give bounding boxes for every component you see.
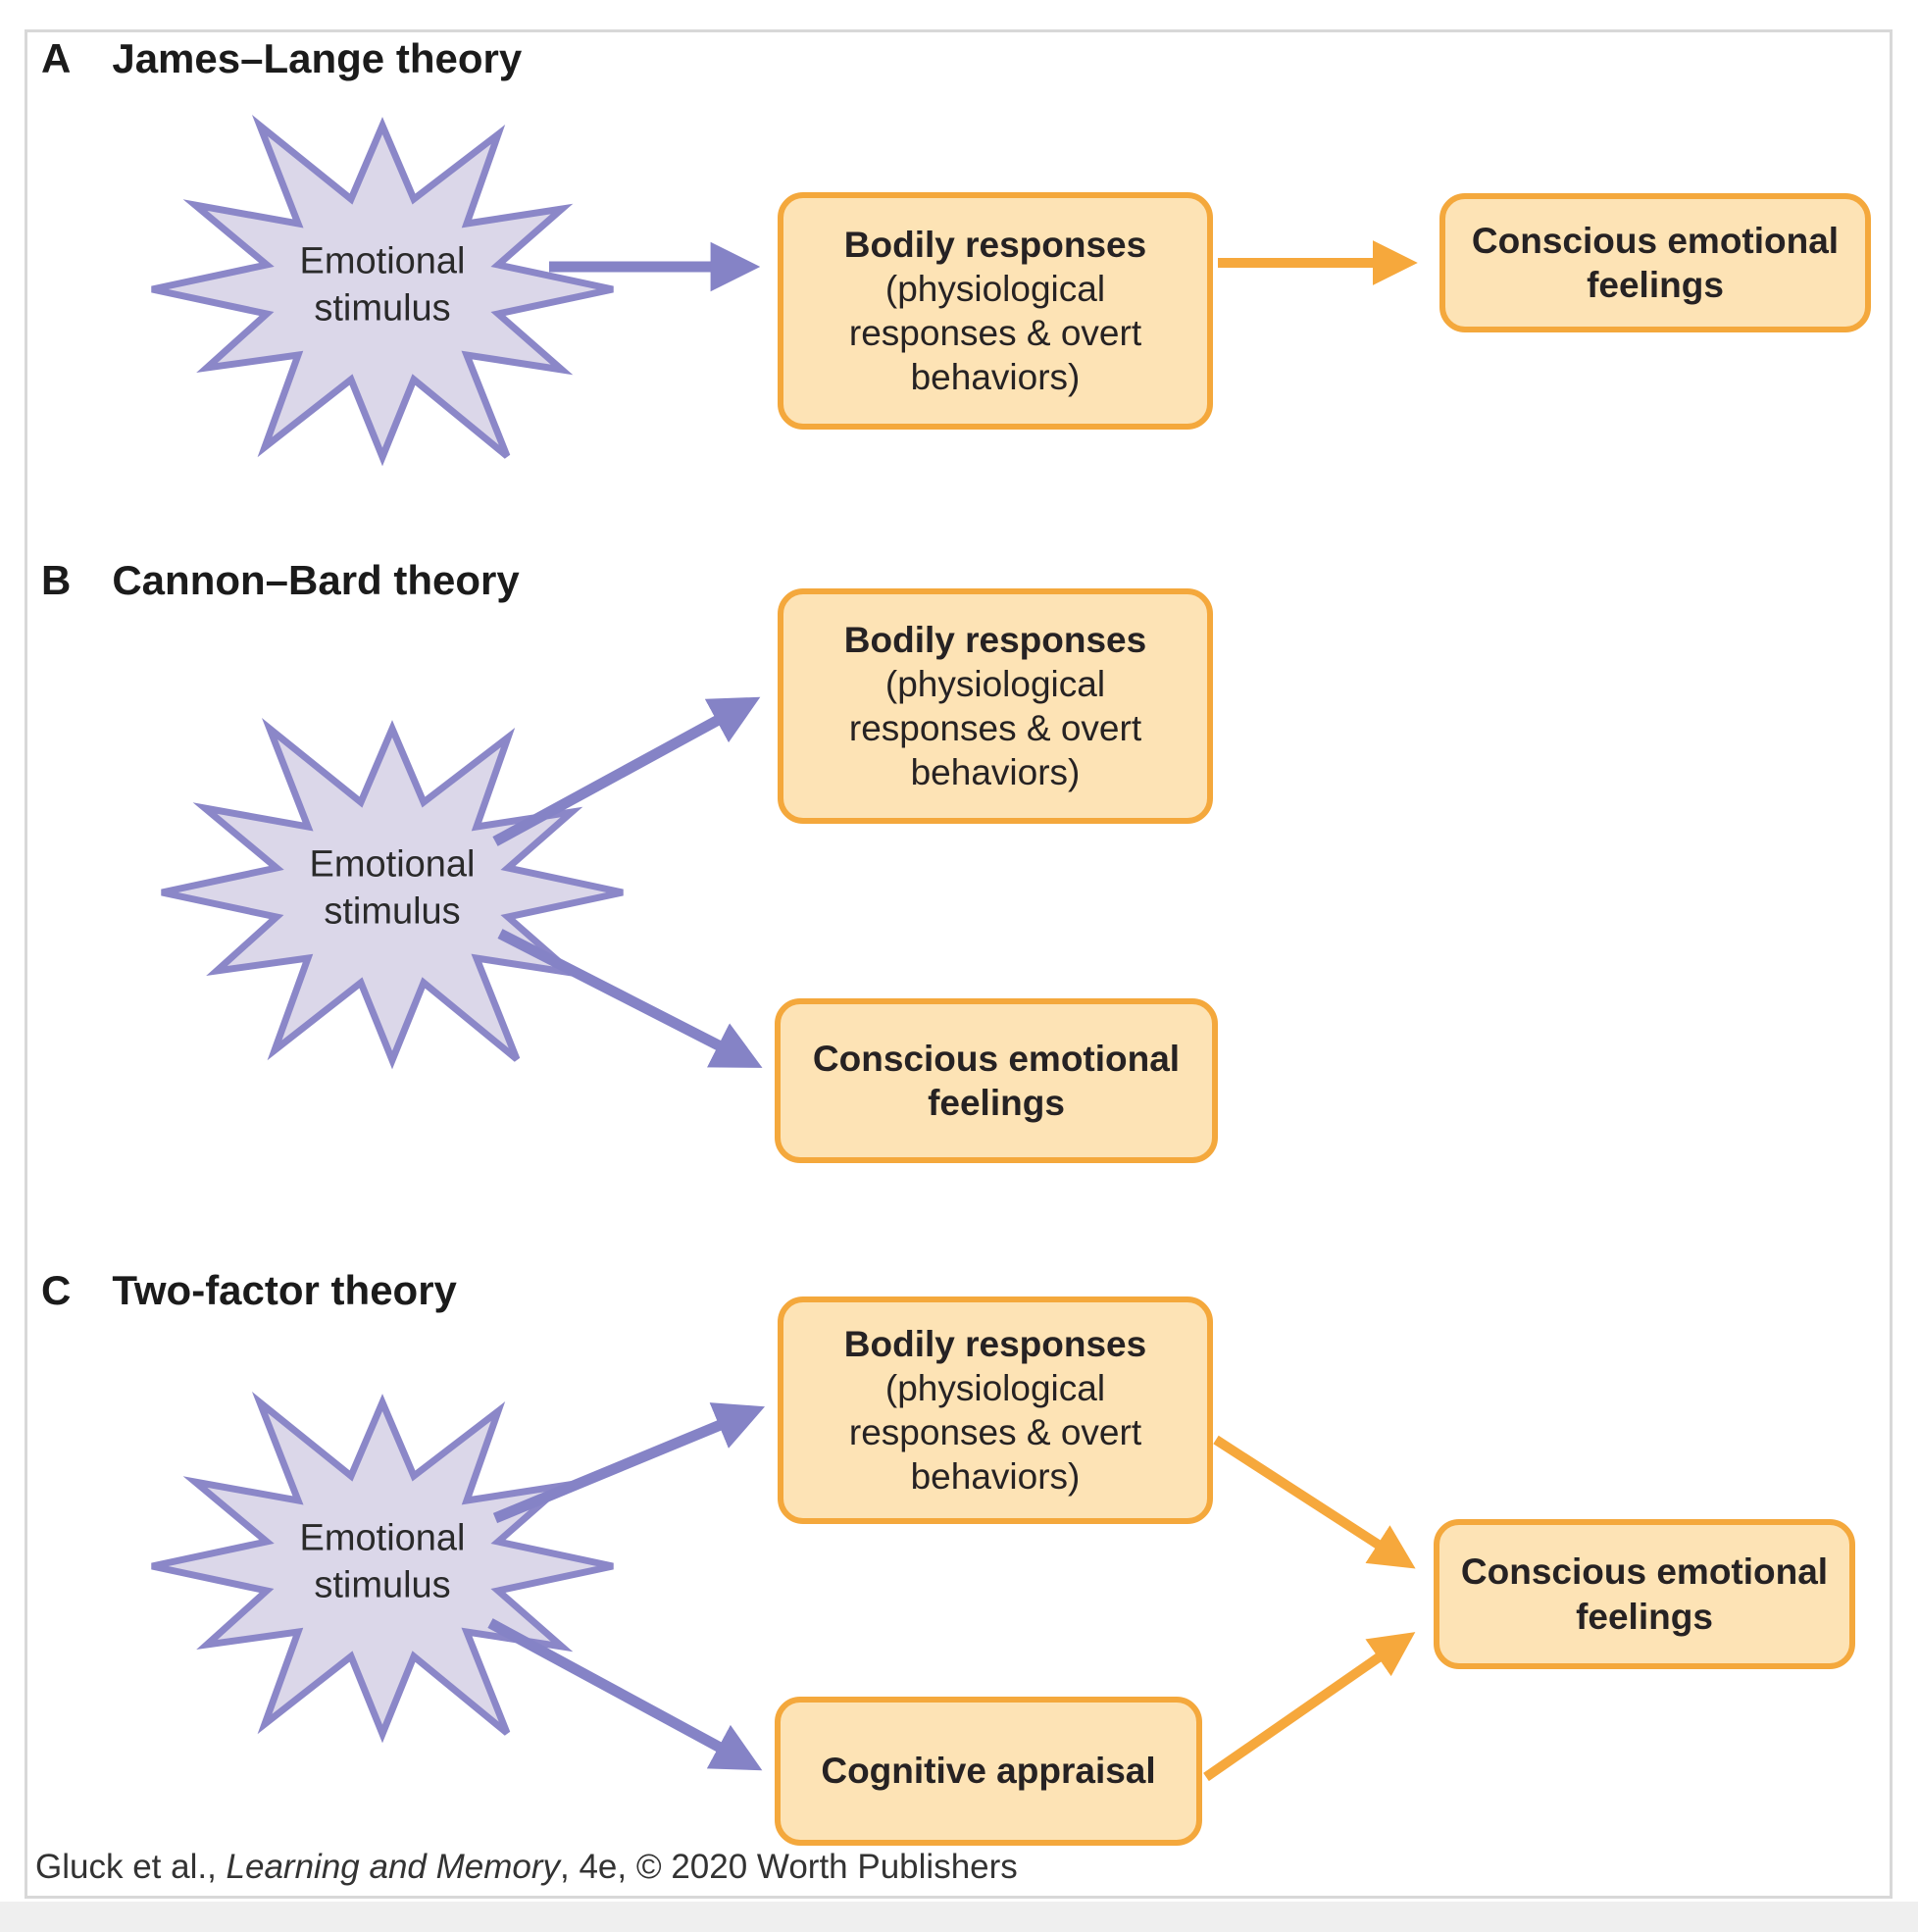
figure-attribution: Gluck et al., Learning and Memory, 4e, ©…: [35, 1848, 1018, 1887]
attribution-suffix: , 4e, © 2020 Worth Publishers: [560, 1848, 1018, 1886]
section-b-title: Cannon–Bard theory: [112, 557, 520, 603]
conscious-feelings-label: Conscious emotional feelings: [1471, 220, 1840, 305]
attribution-prefix: Gluck et al.,: [35, 1848, 227, 1886]
emotional-stimulus-label: Emotional stimulus: [309, 843, 476, 933]
box-a-conscious-feelings: Conscious emotional feelings: [1439, 193, 1871, 332]
emotional-stimulus-starburst-c: Emotional stimulus: [137, 1375, 628, 1757]
bottom-gray-bar: [0, 1902, 1918, 1932]
section-b-heading: B Cannon–Bard theory: [41, 557, 520, 604]
attribution-book-title: Learning and Memory: [226, 1848, 560, 1886]
box-c-cognitive-appraisal: Cognitive appraisal: [775, 1697, 1202, 1846]
bodily-responses-subtitle: (physiological responses & overt behavio…: [848, 268, 1142, 398]
box-b-conscious-feelings: Conscious emotional feelings: [775, 998, 1218, 1163]
section-c-heading: C Two-factor theory: [41, 1267, 457, 1314]
bodily-responses-subtitle: (physiological responses & overt behavio…: [848, 663, 1142, 793]
section-a-heading: A James–Lange theory: [41, 35, 522, 82]
emotional-stimulus-label: Emotional stimulus: [299, 1517, 466, 1606]
starburst-shape-icon: [151, 115, 614, 467]
emotional-stimulus-starburst-b: Emotional stimulus: [147, 701, 637, 1084]
section-a-title: James–Lange theory: [112, 35, 523, 81]
bodily-responses-title: Bodily responses: [843, 224, 1147, 265]
box-a-bodily-responses: Bodily responses (physiological response…: [778, 192, 1213, 430]
cognitive-appraisal-label: Cognitive appraisal: [821, 1751, 1156, 1792]
box-b-bodily-responses: Bodily responses (physiological response…: [778, 588, 1213, 824]
box-c-conscious-feelings: Conscious emotional feelings: [1434, 1519, 1855, 1669]
emotional-stimulus-label: Emotional stimulus: [299, 240, 466, 330]
bodily-responses-title: Bodily responses: [843, 1323, 1147, 1364]
bodily-responses-title: Bodily responses: [843, 619, 1147, 660]
section-c-letter: C: [41, 1267, 72, 1313]
conscious-feelings-label: Conscious emotional feelings: [1460, 1551, 1829, 1637]
box-c-bodily-responses: Bodily responses (physiological response…: [778, 1296, 1213, 1524]
conscious-feelings-label: Conscious emotional feelings: [812, 1038, 1181, 1123]
section-b-letter: B: [41, 557, 72, 603]
bodily-responses-subtitle: (physiological responses & overt behavio…: [848, 1367, 1142, 1498]
section-c-title: Two-factor theory: [112, 1267, 457, 1313]
section-a-letter: A: [41, 35, 72, 81]
emotional-stimulus-starburst-a: Emotional stimulus: [137, 98, 628, 481]
